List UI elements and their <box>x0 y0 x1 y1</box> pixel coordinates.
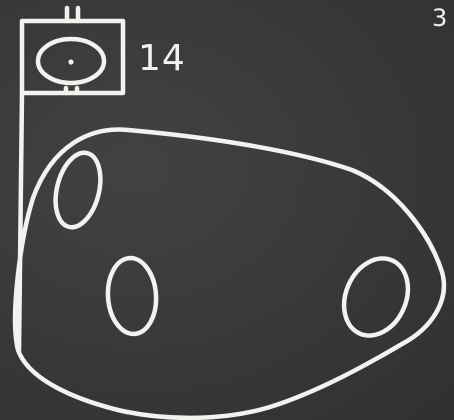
oval-center <box>105 256 158 335</box>
oval-upper-left <box>48 148 107 232</box>
figure-number-label: 14 <box>138 38 186 79</box>
vertical-lead-line <box>19 93 22 352</box>
corner-mark: 3 <box>432 4 447 32</box>
small-box-center-dot <box>68 59 73 64</box>
large-blob-outline <box>15 130 444 418</box>
oval-right <box>332 248 419 345</box>
